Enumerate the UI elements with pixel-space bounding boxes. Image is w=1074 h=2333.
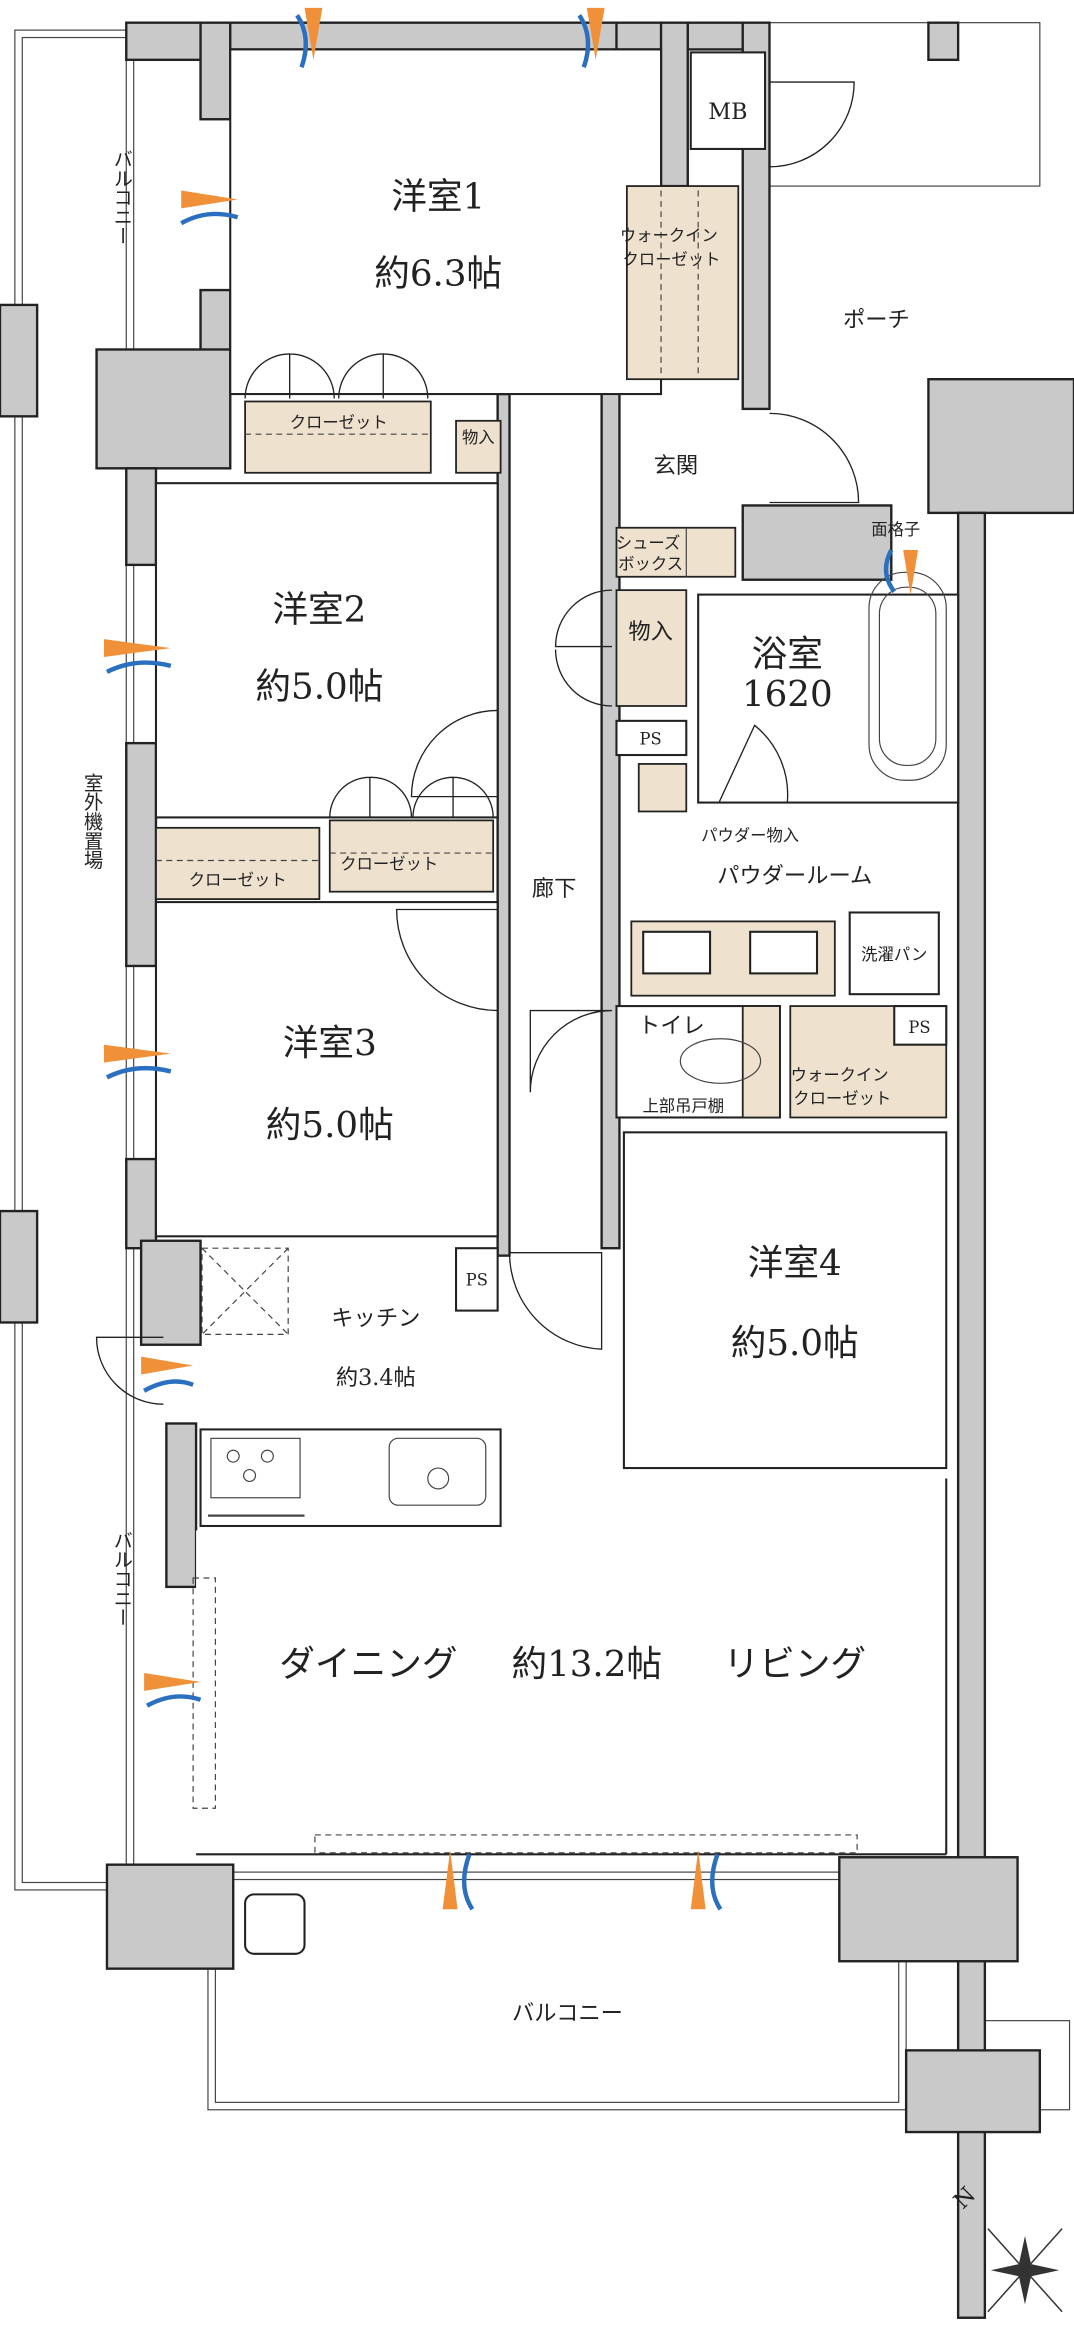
western-room-2 [154, 482, 499, 819]
closet-western-2-label: クローゼット [340, 854, 438, 873]
western-room-1 [229, 48, 663, 396]
washer-pan-label: 洗濯パン [861, 945, 927, 964]
bathroom-size: 1620 [742, 674, 833, 715]
storage-hall-label: 物入 [462, 428, 495, 447]
walk-in-closet-1-label: ウォークイン クローゼット [620, 226, 723, 269]
washer-pan [848, 911, 940, 996]
outdoor-unit-area-label: 室外機置場 [81, 773, 104, 870]
toilet-icon [679, 1038, 762, 1084]
powder-room-label: パウダールーム [717, 863, 872, 889]
kitchen-door[interactable] [95, 1336, 164, 1405]
stove-icon [210, 1437, 301, 1499]
western-room-4 [622, 1131, 948, 1470]
western-room-4-name: 洋室4 [748, 1243, 842, 1284]
western-room-3-name: 洋室3 [283, 1023, 377, 1064]
pipe-space-3-label: PS [466, 1270, 488, 1289]
closet-doors-western-1[interactable] [244, 353, 429, 399]
western-room-2-name: 洋室2 [272, 589, 366, 630]
porch-door [769, 81, 855, 168]
kitchen-name: キッチン [331, 1305, 420, 1331]
lattice-label: 面格子 [871, 520, 920, 539]
dining-label: ダイニング [279, 1644, 457, 1685]
powder-storage [637, 763, 688, 813]
western-room-1-name: 洋室1 [391, 176, 485, 217]
porch-label: ポーチ [843, 307, 910, 333]
storage-entrance [615, 589, 688, 707]
compass-icon [987, 2228, 1063, 2313]
meter-box [689, 51, 767, 150]
ventilation-icons [103, 7, 919, 1911]
western-room-2-door[interactable] [410, 709, 498, 798]
meter-box-label: MB [708, 99, 747, 125]
walk-in-closet-1 [625, 185, 740, 381]
powder-storage-label: パウダー物入 [701, 826, 799, 845]
corridor-label: 廊下 [532, 876, 577, 902]
closet-western-3 [155, 826, 321, 901]
closet-western-3-label: クローゼット [189, 871, 287, 890]
bathroom [697, 593, 960, 804]
toilet-label: トイレ [638, 1013, 705, 1039]
shoe-box [615, 526, 737, 578]
western-room-2-size: 約5.0帖 [255, 667, 383, 708]
walls [0, 21, 1074, 2319]
bathroom-door[interactable] [718, 724, 789, 803]
western-room-4-door[interactable] [508, 1251, 603, 1350]
western-room-3-door[interactable] [395, 908, 498, 1012]
pipe-space-2-label: PS [908, 1018, 930, 1037]
western-room-3 [154, 901, 499, 1238]
storage-hall [455, 419, 502, 474]
pipe-space-1 [615, 719, 688, 757]
walk-in-closet-2-label: ウォークイン クローゼット [791, 1065, 894, 1108]
ldk-size: 約13.2帖 [511, 1644, 662, 1685]
bathroom-name: 浴室 [752, 634, 823, 675]
closet-western-1 [244, 400, 432, 474]
balcony-left-top-label: バルコニー [110, 149, 133, 246]
living-label: リビング [723, 1644, 866, 1685]
balcony-left-bottom-label: バルコニー [110, 1530, 133, 1627]
closet-doors-western-2[interactable] [329, 776, 494, 818]
kitchen-counter [199, 1428, 502, 1528]
pantry-area [201, 1247, 289, 1335]
sink-icon [388, 1437, 487, 1506]
closet-western-2 [328, 819, 495, 893]
western-room-3-size: 約5.0帖 [266, 1105, 394, 1146]
western-room-1-size: 約6.3帖 [374, 254, 502, 295]
closet-label: クローゼット [290, 413, 388, 432]
storage-entrance-label: 物入 [628, 619, 673, 645]
entrance-door[interactable] [769, 412, 860, 504]
living-dining [196, 1530, 947, 1855]
kitchen-size: 約3.4帖 [336, 1365, 416, 1391]
toilet-door[interactable] [529, 1009, 613, 1093]
pipe-space-1-label: PS [640, 730, 662, 749]
shoe-box-label: シューズ ボックス [616, 534, 686, 574]
upper-cabinet-label: 上部吊戸棚 [642, 1097, 724, 1116]
entrance-label: 玄関 [654, 453, 699, 479]
pipe-space-2 [893, 1005, 948, 1046]
balcony-bottom-label: バルコニー [512, 2001, 623, 2027]
outdoor-faucet [244, 1893, 306, 1955]
storage-entrance-doors[interactable] [554, 589, 613, 707]
western-room-4-size: 約5.0帖 [731, 1323, 859, 1364]
pipe-space-3 [455, 1247, 499, 1312]
